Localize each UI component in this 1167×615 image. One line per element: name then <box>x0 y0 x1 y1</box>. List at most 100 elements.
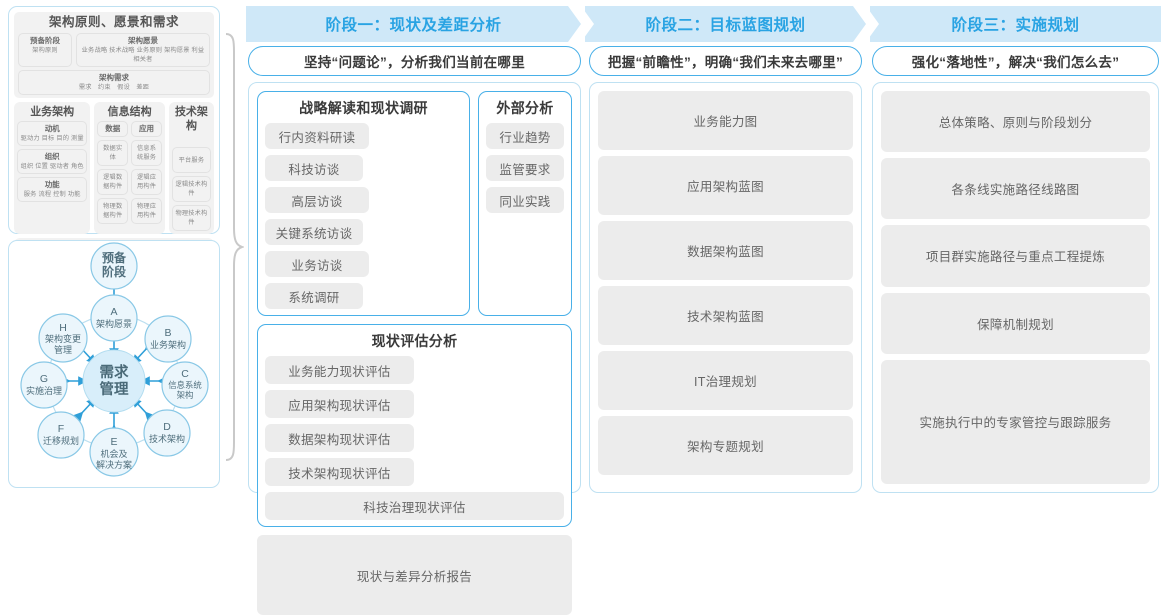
svg-text:D: D <box>163 421 171 433</box>
chip-item[interactable]: 技术架构现状评估 <box>265 458 414 486</box>
togaf-subcolumn-application: 应用 信息系统服务 逻辑应用构件 物理应用构件 <box>131 121 162 224</box>
togaf-box-sub: 架构原则 <box>32 47 58 54</box>
svg-text:解决方案: 解决方案 <box>96 459 132 470</box>
chip-item[interactable]: 实施执行中的专家管控与跟踪服务 <box>881 359 1150 484</box>
group-title: 现状评估分析 <box>371 333 458 349</box>
chip-item[interactable]: 数据架构蓝图 <box>598 221 853 280</box>
phase-2-panel: 业务能力图 应用架构蓝图 数据架构蓝图 技术架构蓝图 IT治理规划 架构专题规划 <box>589 82 862 493</box>
group-items: 业务能力现状评估 应用架构现状评估 数据架构现状评估 技术架构现状评估 科技治理… <box>265 356 564 520</box>
togaf-cell-head: 组织 <box>44 152 60 161</box>
phase-header-3[interactable]: 阶段三：实施规划 <box>870 6 1161 42</box>
chip-item[interactable]: IT治理规划 <box>598 351 853 410</box>
chip-item[interactable]: 关键系统访谈 <box>265 219 363 245</box>
togaf-column-business: 业务架构 动机 驱动力 目标 目的 测量 组织 组织 位置 驱动者 角色 功能 … <box>14 102 91 234</box>
group-items: 行内资料研读 科技访谈 高层访谈 关键系统访谈 业务访谈 系统调研 <box>265 123 462 309</box>
svg-text:E: E <box>110 436 117 448</box>
togaf-cell-sub: 信息系统服务 <box>136 145 157 161</box>
architecture-principles-band: 架构原则、愿景和需求 预备阶段 架构原则 架构愿景 业务战略 技术战略 业务原则… <box>14 12 214 98</box>
chip-item[interactable]: 保障机制规划 <box>881 292 1150 354</box>
group-external-analysis: 外部分析 行业趋势 监管要求 同业实践 <box>478 91 572 316</box>
togaf-domain-columns: 业务架构 动机 驱动力 目标 目的 测量 组织 组织 位置 驱动者 角色 功能 … <box>14 102 214 234</box>
togaf-cell: 物理数据构件 <box>97 198 129 224</box>
phase-body-row: 战略解读和现状调研 行内资料研读 科技访谈 高层访谈 关键系统访谈 业务访谈 系… <box>246 82 1161 615</box>
togaf-cell: 物理技术构件 <box>171 205 211 231</box>
svg-text:实施治理: 实施治理 <box>26 385 62 396</box>
svg-text:A: A <box>110 306 117 318</box>
slide-canvas: 架构原则、愿景和需求 预备阶段 架构原则 架构愿景 业务战略 技术战略 业务原则… <box>8 6 1161 615</box>
togaf-cell-head: 功能 <box>44 180 60 189</box>
svg-text:管理: 管理 <box>100 380 129 398</box>
chip-item[interactable]: 总体策略、原则与阶段划分 <box>881 91 1150 153</box>
chip-item[interactable]: 科技访谈 <box>265 155 363 181</box>
svg-text:B: B <box>164 327 171 339</box>
chip-item[interactable]: 项目群实施路径与重点工程提炼 <box>881 225 1150 287</box>
phase-header-3-label: 阶段三：实施规划 <box>951 17 1080 34</box>
phase-3-items: 总体策略、原则与阶段划分 各条线实施路径线路图 项目群实施路径与重点工程提炼 保… <box>881 91 1150 484</box>
phase-subheader-1-label: 坚持“问题论”，分析我们当前在哪里 <box>303 55 526 70</box>
phase-header-row: 阶段一：现状及差距分析 阶段二：目标蓝图规划 阶段三：实施规划 <box>246 6 1161 42</box>
svg-text:架构变更: 架构变更 <box>45 333 81 344</box>
chip-item[interactable]: 应用架构蓝图 <box>598 156 853 215</box>
chip-item[interactable]: 业务能力现状评估 <box>265 356 414 384</box>
togaf-cell: 逻辑应用构件 <box>131 169 162 195</box>
togaf-cell-sub: 逻辑技术构件 <box>175 181 208 197</box>
chip-item[interactable]: 数据架构现状评估 <box>265 424 414 452</box>
phase-header-2[interactable]: 阶段二：目标蓝图规划 <box>585 6 866 42</box>
svg-text:预备: 预备 <box>102 250 127 265</box>
phase-subheader-2-label: 把握“前瞻性”，明确“我们未来去哪里” <box>607 55 844 70</box>
chip-item[interactable]: 架构专题规划 <box>598 416 853 475</box>
svg-text:机会及: 机会及 <box>100 448 127 459</box>
group-current-state-assessment: 现状评估分析 业务能力现状评估 应用架构现状评估 数据架构现状评估 技术架构现状… <box>257 324 572 527</box>
phase-2-items: 业务能力图 应用架构蓝图 数据架构蓝图 技术架构蓝图 IT治理规划 架构专题规划 <box>598 91 853 484</box>
togaf-subcolumn-data: 数据 数据实体 逻辑数据构件 物理数据构件 <box>97 121 129 224</box>
togaf-column-title: 业务架构 <box>30 106 75 118</box>
phase-header-1[interactable]: 阶段一：现状及差距分析 <box>246 6 581 42</box>
chip-report[interactable]: 现状与差异分析报告 <box>257 535 572 615</box>
togaf-cell: 数据 <box>97 121 129 137</box>
togaf-cell-sub: 服务 流程 控制 功能 <box>23 191 81 198</box>
chip-item[interactable]: 业务能力图 <box>598 91 853 150</box>
adm-cycle-panel: 需求 管理 预备 阶段 A 架构愿景 B 业务架构 C 信息系统 架构 <box>8 240 220 488</box>
phase-subheader-1[interactable]: 坚持“问题论”，分析我们当前在哪里 <box>248 46 581 76</box>
chip-item[interactable]: 系统调研 <box>265 283 363 309</box>
svg-text:阶段: 阶段 <box>102 264 127 279</box>
phase-subheader-2[interactable]: 把握“前瞻性”，明确“我们未来去哪里” <box>589 46 862 76</box>
togaf-box-head: 架构需求 <box>99 73 129 82</box>
svg-text:技术架构: 技术架构 <box>149 433 185 444</box>
togaf-cell: 逻辑技术构件 <box>171 176 211 202</box>
chip-item[interactable]: 行内资料研读 <box>265 123 369 149</box>
chip-item[interactable]: 技术架构蓝图 <box>598 286 853 345</box>
togaf-box-vision: 架构愿景 业务战略 技术战略 业务原则 架构愿景 利益相关者 <box>76 33 210 67</box>
chip-item[interactable]: 监管要求 <box>486 155 564 181</box>
togaf-cell: 应用 <box>131 121 162 137</box>
togaf-column-information: 信息结构 数据 数据实体 逻辑数据构件 <box>94 102 165 234</box>
togaf-cell-sub: 物理应用构件 <box>136 203 157 219</box>
chip-item[interactable]: 高层访谈 <box>265 187 369 213</box>
togaf-cell-head: 动机 <box>44 124 60 133</box>
togaf-cell-sub: 组织 位置 驱动者 角色 <box>20 163 84 170</box>
togaf-row-1: 预备阶段 架构原则 架构愿景 业务战略 技术战略 业务原则 架构愿景 利益相关者 <box>18 33 210 67</box>
connector-bracket-icon <box>225 33 244 461</box>
togaf-cell: 动机 驱动力 目标 目的 测量 <box>17 121 88 146</box>
togaf-box-requirements: 架构需求 需求 约束 假设 差距 <box>18 70 210 95</box>
togaf-cell-sub: 数据实体 <box>103 145 123 161</box>
adm-cycle-diagram: 需求 管理 预备 阶段 A 架构愿景 B 业务架构 C 信息系统 架构 <box>20 242 209 477</box>
chip-item[interactable]: 行业趋势 <box>486 123 564 149</box>
togaf-column-title: 信息结构 <box>107 106 152 118</box>
chip-item[interactable]: 各条线实施路径线路图 <box>881 158 1150 220</box>
togaf-cell-sub: 驱动力 目标 目的 测量 <box>20 135 84 142</box>
phase-1-top-groups: 战略解读和现状调研 行内资料研读 科技访谈 高层访谈 关键系统访谈 业务访谈 系… <box>257 91 572 316</box>
svg-text:架构: 架构 <box>177 390 194 400</box>
chip-item[interactable]: 应用架构现状评估 <box>265 390 414 418</box>
togaf-cell-sub: 平台服务 <box>178 156 205 164</box>
chip-item[interactable]: 业务访谈 <box>265 251 369 277</box>
phases-area: 阶段一：现状及差距分析 阶段二：目标蓝图规划 阶段三：实施规划 坚持“问题论”，… <box>246 6 1161 615</box>
phase-1-panel: 战略解读和现状调研 行内资料研读 科技访谈 高层访谈 关键系统访谈 业务访谈 系… <box>248 82 581 615</box>
togaf-box-head: 预备阶段 <box>30 36 60 45</box>
chip-item[interactable]: 同业实践 <box>486 187 564 213</box>
phase-subheader-3[interactable]: 强化“落地性”，解决“我们怎么去” <box>872 46 1159 76</box>
togaf-column-title: 技术架构 <box>174 106 208 132</box>
chip-item[interactable]: 科技治理现状评估 <box>265 492 564 520</box>
togaf-box-sub: 业务战略 技术战略 业务原则 架构愿景 利益相关者 <box>81 47 205 63</box>
phase-header-2-label: 阶段二：目标蓝图规划 <box>645 17 806 34</box>
